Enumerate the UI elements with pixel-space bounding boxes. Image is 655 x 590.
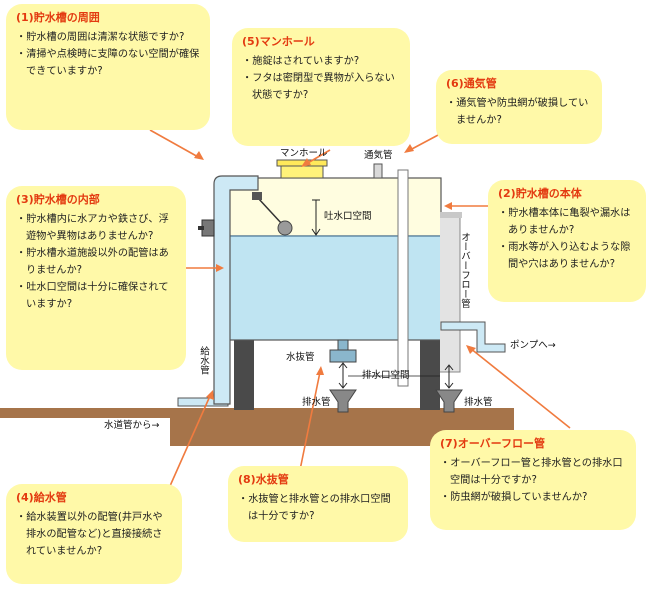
callout-item: 吐水口空間は十分に確保されていますか? bbox=[16, 279, 176, 313]
ball-tap-arm bbox=[257, 197, 283, 225]
callout-title: (5)マンホール bbox=[242, 35, 315, 48]
overflow-end bbox=[440, 212, 462, 218]
ball-tap-valve bbox=[252, 192, 262, 200]
callout-tank-interior: (3)貯水槽の内部 貯水槽内に水アカや鉄さび、浮遊物や異物はありませんか? 貯水… bbox=[6, 186, 186, 370]
manhole-lid bbox=[276, 159, 328, 167]
drain-pipe-label: 水抜管 bbox=[286, 352, 315, 363]
callout-title: (3)貯水槽の内部 bbox=[16, 193, 100, 206]
vent-pipe bbox=[373, 163, 383, 179]
callout-item: フタは密閉型で異物が入らない状態ですか? bbox=[242, 70, 400, 104]
callout-item: 貯水槽の周囲は清潔な状態ですか? bbox=[16, 29, 200, 46]
drain-funnel-1 bbox=[329, 389, 357, 413]
callout-item: 清掃や点検時に支障のない空間が確保できていますか? bbox=[16, 46, 200, 80]
callout-item: 貯水槽本体に亀裂や漏水はありませんか? bbox=[498, 205, 636, 239]
callout-arrowheads bbox=[194, 144, 476, 400]
overflow-outer-pipe bbox=[440, 213, 461, 373]
callout-item: 雨水等が入り込むような隙間や穴はありませんか? bbox=[498, 239, 636, 273]
callout-title: (7)オーバーフロー管 bbox=[440, 437, 545, 450]
callout-arrows bbox=[149, 129, 571, 487]
callout-item: 防虫網が破損していませんか? bbox=[440, 489, 626, 506]
overflow-pipe bbox=[397, 169, 409, 387]
callout-title: (2)貯水槽の本体 bbox=[498, 187, 582, 200]
callout-item: 貯水槽内に水アカや鉄さび、浮遊物や異物はありませんか? bbox=[16, 211, 176, 245]
spout-gap-arrow bbox=[311, 228, 321, 236]
callout-title: (1)貯水槽の周囲 bbox=[16, 11, 100, 24]
drain-gap-arrows-2 bbox=[444, 364, 454, 389]
supply-label: 給水管 bbox=[198, 346, 209, 375]
manhole-label: マンホール bbox=[280, 148, 328, 159]
callout-item: 貯水槽水道施設以外の配管はありませんか? bbox=[16, 245, 176, 279]
callout-item: 施錠はされていますか? bbox=[242, 53, 400, 70]
callout-drain-valve: (8)水抜管 水抜管と排水管との排水口空間は十分ですか? bbox=[228, 466, 408, 542]
drain-space-label: 排水口空間 bbox=[362, 370, 410, 381]
callout-manhole: (5)マンホール 施錠はされていますか? フタは密閉型で異物が入らない状態ですか… bbox=[232, 28, 410, 146]
tank-water bbox=[228, 235, 442, 341]
callout-title: (6)通気管 bbox=[446, 77, 497, 90]
callout-title: (8)水抜管 bbox=[238, 473, 289, 486]
tank-leg-right bbox=[420, 338, 440, 410]
overflow-label: オーバーフロー管 bbox=[459, 232, 470, 308]
drain-funnel-2 bbox=[435, 389, 463, 413]
ground-left bbox=[0, 408, 172, 418]
callout-item: 給水装置以外の配管(井戸水や排水の配管など)と直接接続されていませんか? bbox=[16, 509, 172, 560]
callout-tank-surroundings: (1)貯水槽の周囲 貯水槽の周囲は清潔な状態ですか? 清掃や点検時に支障のない空… bbox=[6, 4, 210, 130]
supply-valve-handle bbox=[198, 226, 204, 230]
pump-pipe bbox=[440, 321, 506, 353]
vent-label: 通気管 bbox=[364, 150, 393, 161]
callout-tank-body: (2)貯水槽の本体 貯水槽本体に亀裂や漏水はありませんか? 雨水等が入り込むよう… bbox=[488, 180, 646, 302]
tank-air bbox=[228, 177, 442, 237]
ball-tap-float bbox=[277, 220, 293, 236]
drain-label-1: 排水管 bbox=[302, 397, 331, 408]
drain-valve-body bbox=[337, 339, 349, 351]
drain-valve bbox=[329, 349, 357, 363]
callout-overflow-pipe: (7)オーバーフロー管 オーバーフロー管と排水管との排水口空間は十分ですか? 防… bbox=[430, 430, 636, 530]
spout-space-label: 吐水口空間 bbox=[324, 211, 372, 222]
from-main-label: 水道管から→ bbox=[104, 420, 160, 431]
callout-title: (4)給水管 bbox=[16, 491, 67, 504]
tank-leg-left bbox=[234, 338, 254, 410]
drain-label-2: 排水管 bbox=[464, 397, 493, 408]
callout-supply-pipe: (4)給水管 給水装置以外の配管(井戸水や排水の配管など)と直接接続されていませ… bbox=[6, 484, 182, 584]
callout-vent-pipe: (6)通気管 通気管や防虫網が破損していませんか? bbox=[436, 70, 602, 144]
callout-item: 水抜管と排水管との排水口空間は十分ですか? bbox=[238, 491, 398, 525]
callout-item: オーバーフロー管と排水管との排水口空間は十分ですか? bbox=[440, 455, 626, 489]
supply-pipe bbox=[213, 175, 259, 405]
drain-gap-arrows-1 bbox=[338, 362, 348, 389]
callout-item: 通気管や防虫網が破損していませんか? bbox=[446, 95, 592, 129]
to-pump-label: ポンプへ→ bbox=[510, 340, 556, 351]
